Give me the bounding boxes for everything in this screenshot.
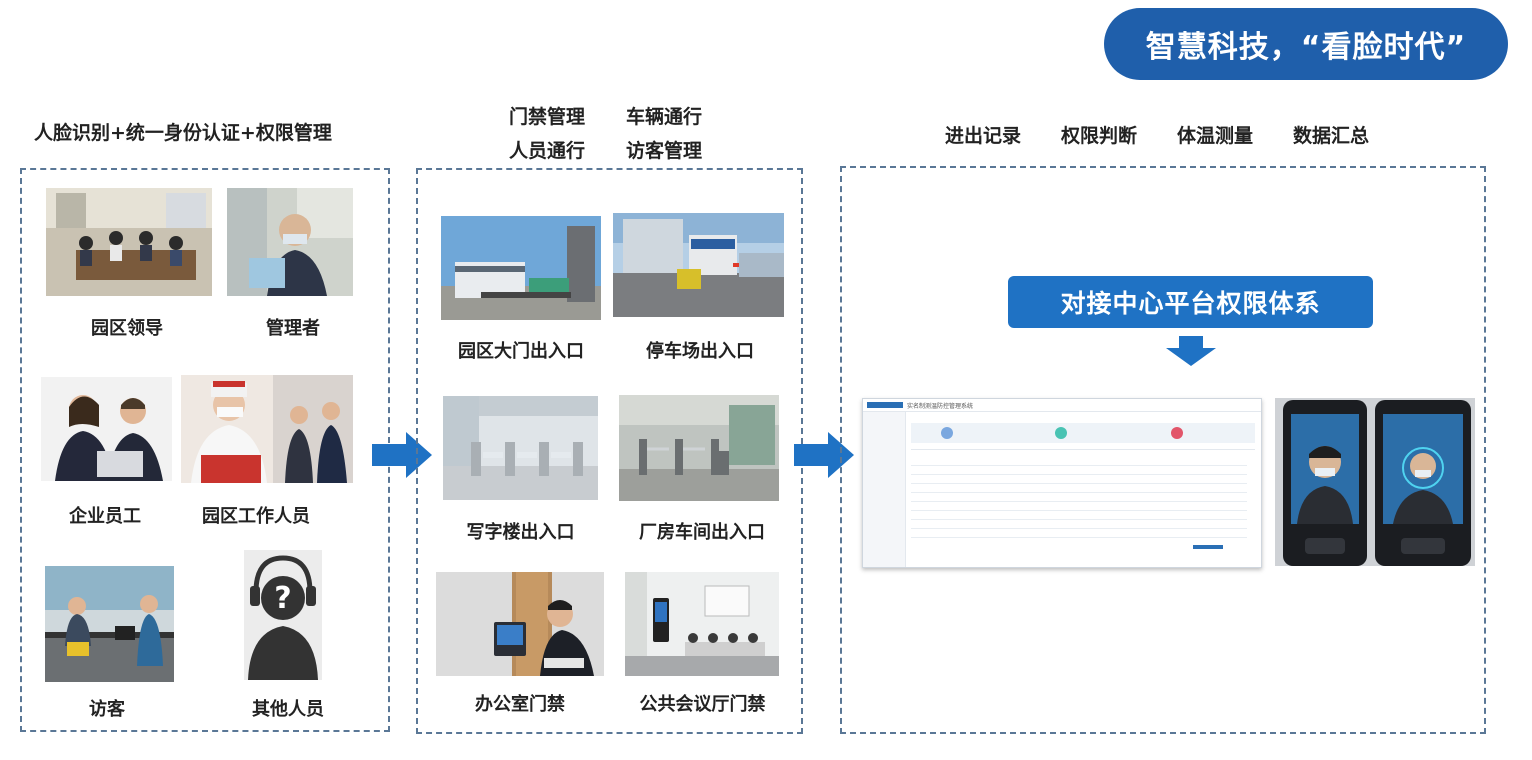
- employees-photo-icon: [41, 377, 172, 481]
- office-door-terminal-photo-icon: [436, 572, 604, 676]
- panel1-heading: 人脸识别+统一身份认证+权限管理: [34, 122, 332, 144]
- panel2-heading-2: 车辆通行: [626, 106, 703, 128]
- down-arrow-icon: [1166, 336, 1216, 366]
- panel3-heading-2: 权限判断: [1061, 125, 1138, 147]
- question-person-icon: ?: [244, 550, 322, 680]
- stat-icon-3: [1171, 427, 1183, 439]
- park-gate-photo-icon: [441, 216, 601, 320]
- entrance-label-1: 园区大门出入口: [458, 341, 584, 362]
- identity-label-4: 园区工作人员: [202, 506, 310, 527]
- manager-photo-icon: [227, 188, 353, 296]
- meeting-photo-icon: [46, 188, 212, 296]
- system-logo-icon: [867, 402, 903, 408]
- panel3-heading-3: 体温测量: [1177, 125, 1254, 147]
- management-system-screen: 实名制测温防控管理系统: [862, 398, 1262, 568]
- system-title: 实名制测温防控管理系统: [907, 403, 974, 410]
- park-staff-photo-icon: [181, 375, 353, 483]
- identity-label-5: 访客: [89, 699, 125, 720]
- meeting-hall-photo-icon: [625, 572, 779, 676]
- face-recognition-terminals-photo-icon: [1275, 398, 1475, 566]
- entrance-label-6: 公共会议厅门禁: [639, 694, 766, 715]
- stat-icon-2: [1055, 427, 1067, 439]
- panel2-heading-4: 访客管理: [626, 140, 703, 162]
- visitor-photo-icon: [45, 566, 174, 682]
- entrance-label-2: 停车场出入口: [646, 341, 754, 362]
- parking-barrier-photo-icon: [613, 213, 784, 317]
- flow-arrow-2-icon: [794, 432, 854, 478]
- svg-text:?: ?: [274, 581, 291, 616]
- office-turnstile-photo-icon: [443, 396, 598, 500]
- entrance-label-3: 写字楼出入口: [466, 522, 575, 543]
- identity-label-2: 管理者: [266, 318, 320, 339]
- identity-label-6: 其他人员: [252, 699, 324, 720]
- panel-platform: [840, 166, 1486, 734]
- entrance-label-4: 厂房车间出入口: [639, 522, 765, 543]
- panel3-heading-1: 进出记录: [945, 125, 1022, 147]
- slogan-badge: 智慧科技，“看脸时代”: [1104, 8, 1508, 80]
- stat-icon-1: [941, 427, 953, 439]
- entrance-label-5: 办公室门禁: [475, 694, 565, 715]
- identity-label-1: 园区领导: [91, 318, 163, 339]
- identity-label-3: 企业员工: [69, 506, 141, 527]
- panel2-heading-1: 门禁管理: [509, 106, 586, 128]
- panel2-heading-3: 人员通行: [509, 140, 586, 162]
- panel3-heading-4: 数据汇总: [1293, 125, 1370, 147]
- factory-turnstile-photo-icon: [619, 395, 779, 501]
- platform-label: 对接中心平台权限体系: [1008, 276, 1373, 328]
